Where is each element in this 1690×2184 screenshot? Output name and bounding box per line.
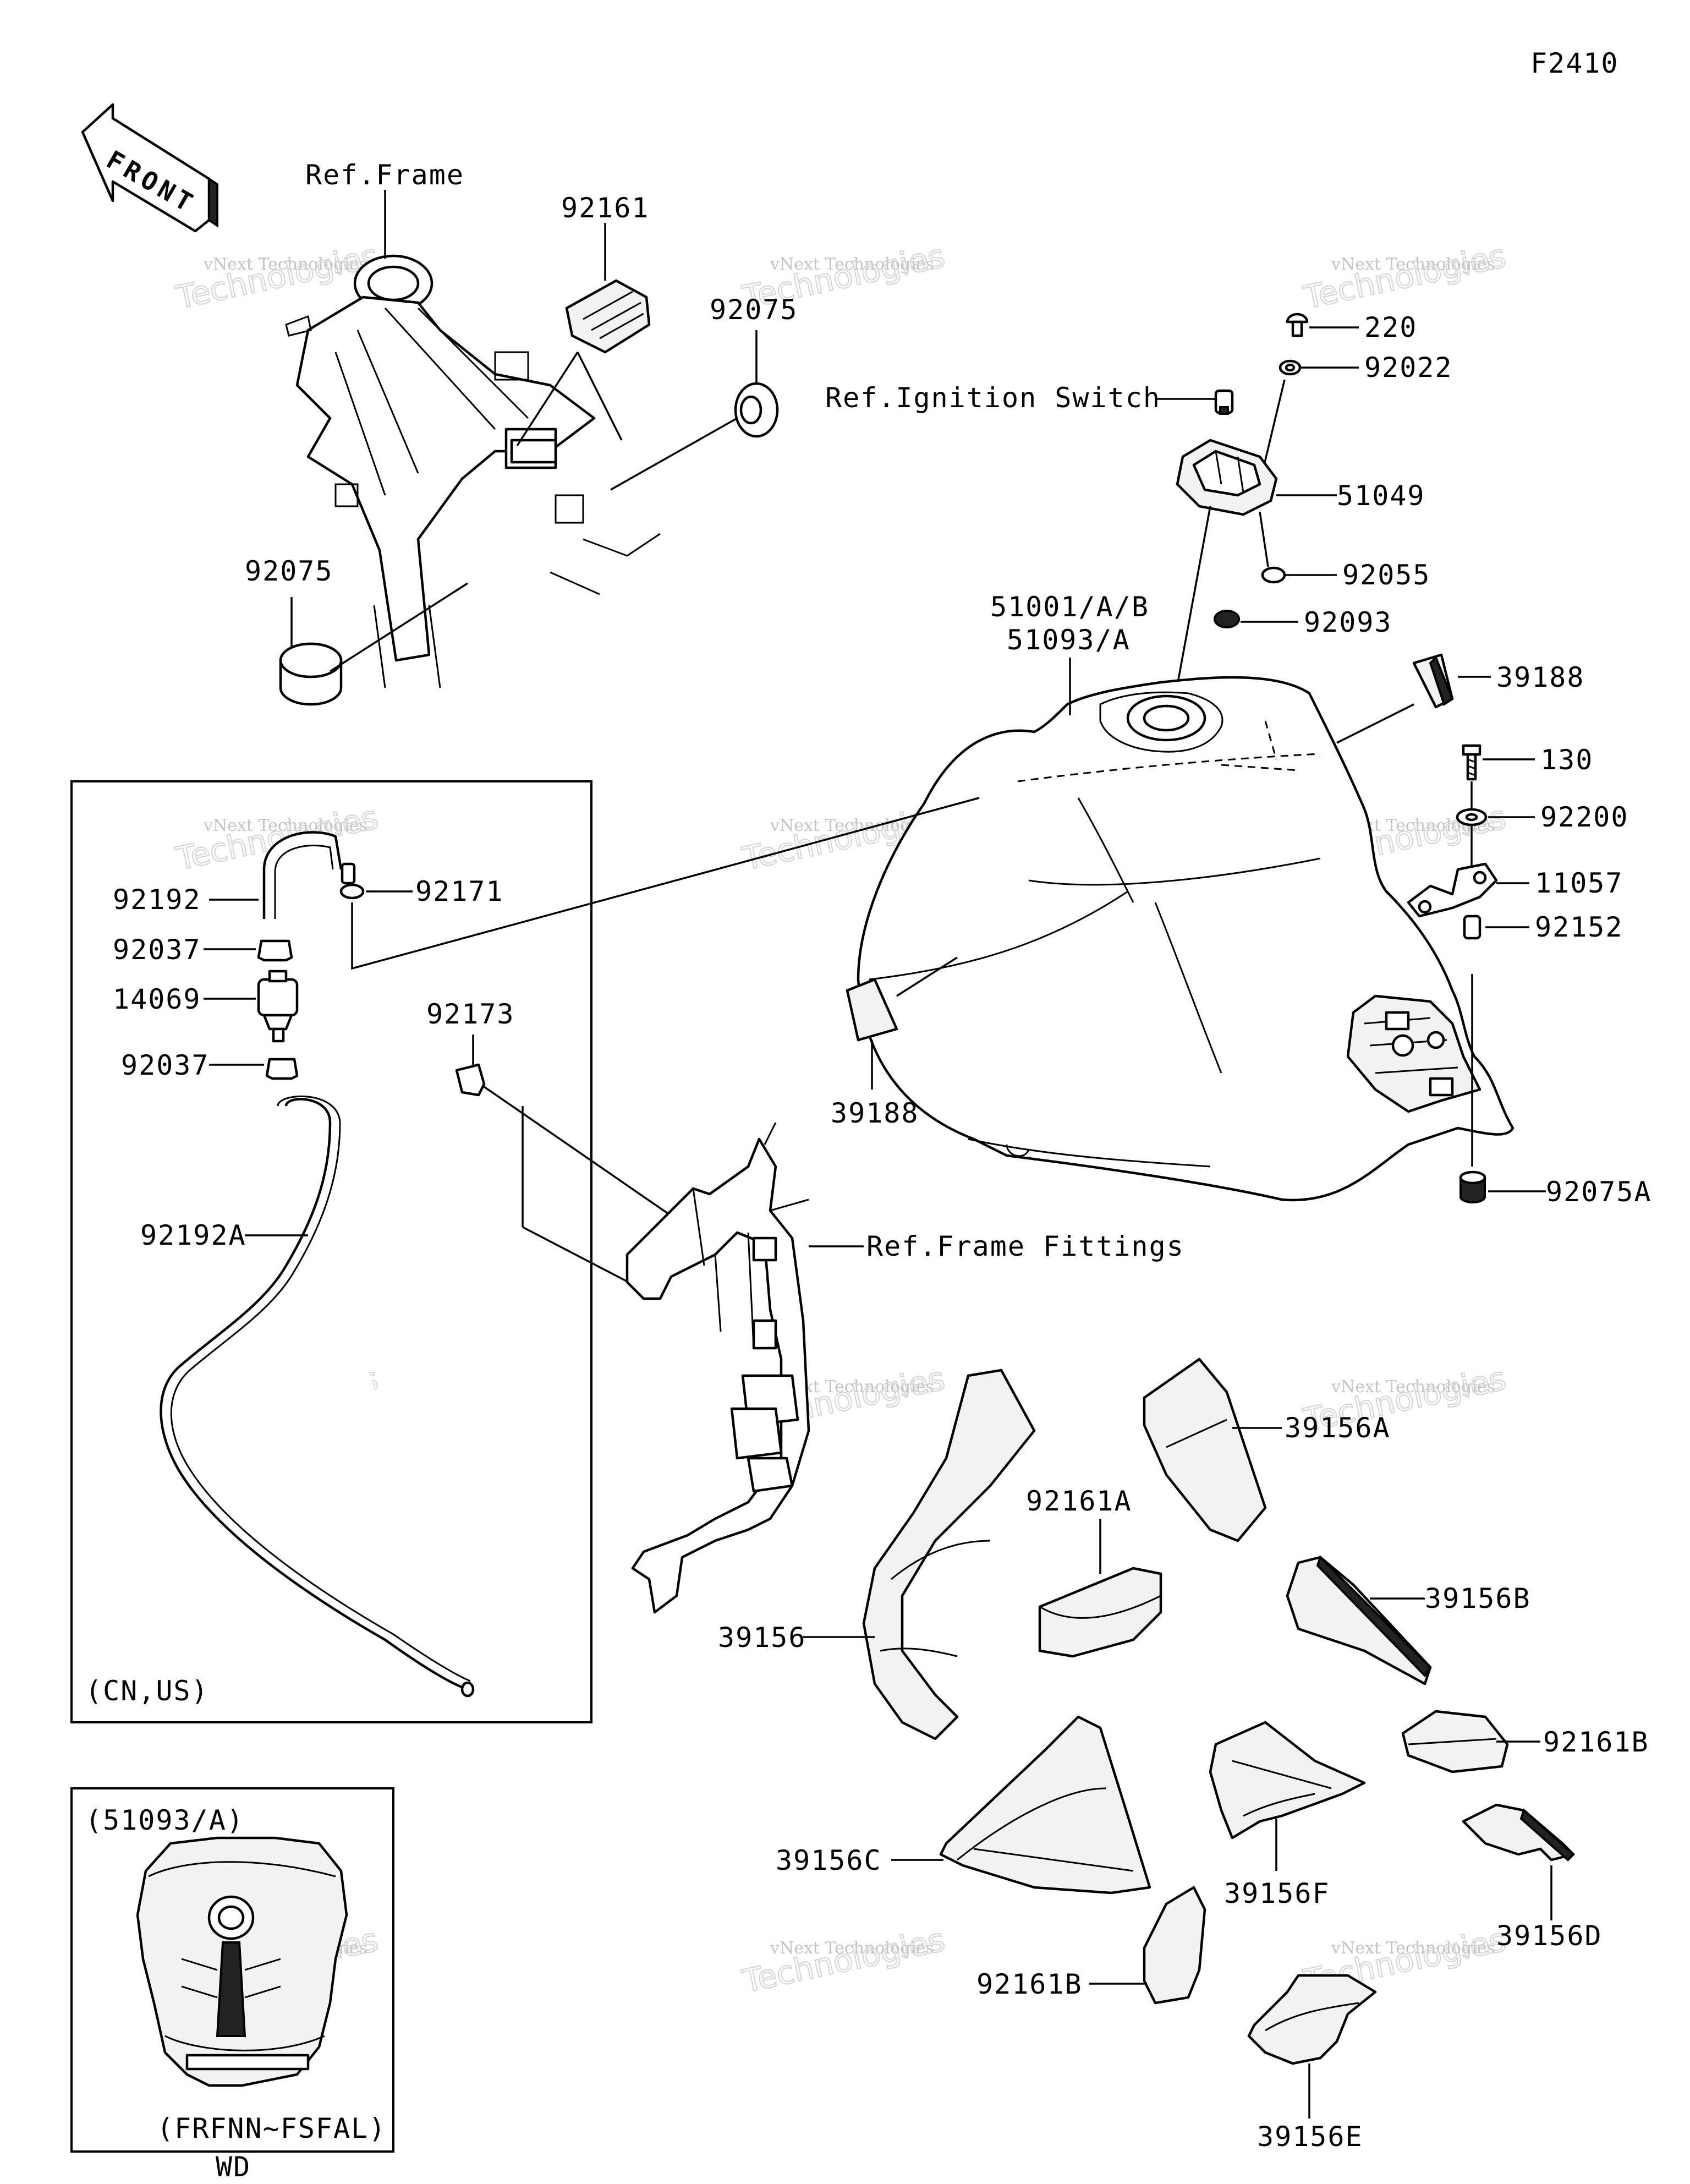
inset-wd-title: (51093/A) (85, 1804, 244, 1836)
label-92171: 92171 (415, 875, 504, 907)
watermark-text: Technologies (739, 1921, 948, 2000)
cover-39156F (1209, 1721, 1366, 1840)
bolt-220 (1286, 313, 1309, 337)
cover-39156C (939, 1715, 1151, 1895)
cover-39156A (1143, 1358, 1267, 1542)
damper-92075A (1459, 1170, 1486, 1203)
watermark-text: vNext Technologies (203, 816, 367, 835)
frame-fittings (625, 1122, 810, 1614)
label-130: 130 (1540, 744, 1593, 776)
label-92037-a: 92037 (113, 934, 201, 966)
inset-wd (70, 1787, 394, 2153)
label-11057: 11057 (1535, 867, 1623, 899)
cover-39156D (1462, 1803, 1575, 1862)
label-92161B-right: 92161B (1543, 1726, 1649, 1758)
watermark-text: vNext Technologies (770, 255, 934, 274)
label-39156A: 39156A (1285, 1412, 1391, 1444)
watermark-text: vNext Technologies (770, 1939, 934, 1958)
inset-wd-footer: WD (216, 2151, 251, 2183)
watermark-text: vNext Technologies (1331, 1377, 1495, 1397)
label-92173: 92173 (426, 998, 515, 1030)
label-39156F: 39156F (1224, 1878, 1330, 1909)
clip-92171 (339, 862, 365, 900)
cap-51049 (1176, 439, 1278, 516)
label-51001: 51001/A/B (990, 591, 1149, 623)
label-92161B-bottom: 92161B (976, 1968, 1083, 2000)
label-39156D: 39156D (1496, 1920, 1603, 1952)
label-51049: 51049 (1337, 480, 1425, 512)
label-sticker-39188-right (1412, 653, 1454, 709)
clamp-92037-a (257, 939, 293, 962)
label-39188-right: 39188 (1496, 661, 1585, 693)
label-ref-ignition-switch: Ref.Ignition Switch (825, 382, 1161, 414)
inset-cn-us (70, 780, 592, 1723)
pad-92161 (565, 279, 651, 354)
bolt-130 (1462, 744, 1482, 781)
label-220: 220 (1364, 311, 1417, 343)
label-92161A: 92161A (1026, 1485, 1132, 1517)
label-sticker-39188-left (846, 978, 898, 1042)
diagram-id: F2410 (1530, 47, 1619, 79)
fuel-tank (857, 676, 1515, 1202)
inset-wd-caption: (FRFNN~FSFAL) (157, 2112, 386, 2144)
label-92161: 92161 (561, 192, 650, 224)
collar-92152 (1463, 915, 1482, 940)
oring-92055 (1261, 566, 1286, 584)
frame-drawing (285, 254, 661, 688)
label-39156C: 39156C (776, 1844, 882, 1876)
watermark-text: vNext Technologies (1331, 1939, 1495, 1958)
washer-92200 (1456, 808, 1488, 826)
cover-39156 (862, 1369, 1036, 1740)
label-92200: 92200 (1540, 801, 1629, 833)
label-92075-top: 92075 (710, 294, 798, 326)
label-39188-left: 39188 (831, 1097, 919, 1129)
label-92055: 92055 (1342, 559, 1431, 591)
bushing-92075-top (734, 382, 779, 438)
label-92075A: 92075A (1546, 1176, 1652, 1208)
clamp-92037-b (265, 1058, 299, 1080)
label-14069: 14069 (113, 983, 201, 1015)
pad-92161B-bottom (1143, 1886, 1206, 2005)
label-39156B: 39156B (1425, 1583, 1531, 1614)
label-ref-frame-fittings: Ref.Frame Fittings (866, 1230, 1184, 1262)
inset-cn-us-caption: (CN,US) (85, 1675, 209, 1707)
cover-39156E (1247, 1974, 1377, 2065)
tank-top-view (136, 1836, 348, 2087)
bushing-92075-left (279, 642, 343, 706)
label-92075-left: 92075 (245, 555, 333, 587)
bracket-11057 (1407, 862, 1498, 918)
label-51093: 51093/A (1007, 624, 1131, 656)
bolt-ignition (1214, 389, 1234, 415)
watermark-text: Technologies (1301, 237, 1510, 316)
cover-39156B (1286, 1555, 1432, 1685)
watermark-text: vNext Technologies (1331, 255, 1495, 274)
watermark-text: vNext Technologies (203, 255, 367, 274)
label-92192: 92192 (113, 884, 201, 916)
washer-92022 (1279, 359, 1302, 376)
label-92093: 92093 (1304, 606, 1392, 638)
label-39156: 39156 (718, 1622, 806, 1654)
label-92037-b: 92037 (121, 1049, 210, 1081)
label-39156E: 39156E (1257, 2121, 1363, 2153)
label-ref-frame: Ref.Frame (305, 159, 464, 191)
pad-92161A (1038, 1567, 1162, 1658)
clip-92173 (455, 1063, 486, 1097)
grommet-92093 (1214, 610, 1240, 628)
label-92152: 92152 (1535, 911, 1623, 943)
label-92022: 92022 (1364, 352, 1453, 384)
label-92192A: 92192A (140, 1219, 246, 1251)
hose-92192A (160, 1098, 468, 1691)
front-arrow-icon: FRONT (81, 103, 218, 233)
pad-92161B-right (1401, 1710, 1509, 1774)
filter-14069 (257, 970, 299, 1043)
